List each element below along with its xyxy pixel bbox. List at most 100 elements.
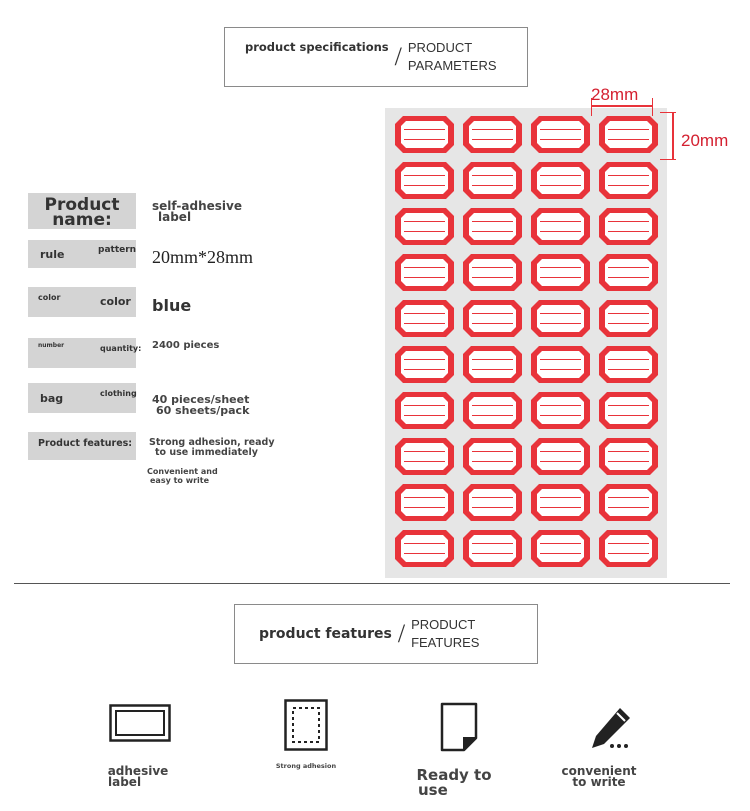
- features-value-1-line1: Strong adhesion, ready: [149, 437, 275, 448]
- sticker-rule-line: [404, 553, 445, 554]
- sticker-label: [599, 530, 658, 567]
- sticker-writing-area: [401, 443, 448, 470]
- features-title-slash: /: [397, 619, 406, 648]
- features-value-2-line1: Convenient and: [147, 467, 218, 476]
- color-value: blue: [152, 296, 192, 315]
- spec-title-box: product specifications / PRODUCT PARAMET…: [224, 27, 528, 87]
- sticker-writing-area: [401, 121, 448, 148]
- width-dimension-tick-left: [591, 98, 592, 116]
- sticker-writing-area: [401, 213, 448, 240]
- sticker-writing-area: [605, 259, 652, 286]
- sticker-rule-line: [404, 415, 445, 416]
- sticker-rule-line: [608, 139, 649, 140]
- sticker-rule-line: [608, 313, 649, 314]
- sticker-label: [531, 392, 590, 429]
- sticker-rule-line: [540, 185, 581, 186]
- sticker-rule-line: [540, 175, 581, 176]
- sticker-rule-line: [404, 267, 445, 268]
- sticker-writing-area: [469, 305, 516, 332]
- sticker-rule-line: [540, 221, 581, 222]
- packing-label-box: bag clothing: [28, 383, 137, 413]
- height-dimension-tick-bottom: [660, 159, 676, 160]
- sticker-label: [395, 530, 454, 567]
- width-dimension-label: 28mm: [591, 85, 639, 104]
- sticker-rule-line: [608, 175, 649, 176]
- sticker-rule-line: [608, 221, 649, 222]
- sticker-label: [531, 484, 590, 521]
- features-title-caps-line2: FEATURES: [411, 635, 480, 650]
- sticker-label: [531, 300, 590, 337]
- sticker-rule-line: [472, 451, 513, 452]
- sticker-label: [599, 162, 658, 199]
- sticker-rule-line: [540, 497, 581, 498]
- sticker-writing-area: [537, 535, 584, 562]
- feature-caption-ready-line2: use: [418, 781, 448, 799]
- sticker-rule-line: [472, 543, 513, 544]
- sticker-rule-line: [404, 129, 445, 130]
- sticker-rule-line: [472, 461, 513, 462]
- sticker-rule-line: [404, 461, 445, 462]
- number-label: number: [38, 342, 65, 349]
- sticker-label: [463, 254, 522, 291]
- sticker-rule-line: [472, 553, 513, 554]
- width-dimension-tick-right: [652, 98, 653, 116]
- sticker-label: [599, 254, 658, 291]
- sticker-rule-line: [608, 231, 649, 232]
- features-value-1-line2: to use immediately: [155, 447, 258, 458]
- sticker-writing-area: [537, 489, 584, 516]
- sticker-rule-line: [608, 543, 649, 544]
- sticker-label: [599, 438, 658, 475]
- feature-caption-adhesive-line1: adhesive: [107, 764, 169, 778]
- sticker-writing-area: [401, 397, 448, 424]
- sticker-writing-area: [605, 213, 652, 240]
- spec-title-en: product specifications: [245, 40, 389, 54]
- product-name-value-line2: label: [158, 210, 192, 224]
- packing-value: 40 pieces/sheet 60 sheets/pack: [152, 394, 249, 416]
- sticker-label: [395, 484, 454, 521]
- label-icon: [109, 704, 171, 742]
- rule-label-box: rule pattern: [28, 240, 136, 268]
- sticker-rule-line: [608, 185, 649, 186]
- sticker-writing-area: [605, 443, 652, 470]
- sticker-label: [463, 438, 522, 475]
- height-dimension-label: 20mm: [681, 131, 729, 150]
- sticker-writing-area: [605, 489, 652, 516]
- sticker-rule-line: [404, 543, 445, 544]
- sticker-label: [463, 300, 522, 337]
- feature-caption-strong: Strong adhesion: [275, 762, 337, 770]
- sticker-rule-line: [540, 231, 581, 232]
- sticker-rule-line: [472, 185, 513, 186]
- sticker-rule-line: [608, 267, 649, 268]
- sticker-label: [531, 254, 590, 291]
- sticker-label: [395, 392, 454, 429]
- sticker-label: [463, 530, 522, 567]
- sticker-label: [463, 392, 522, 429]
- sticker-rule-line: [540, 451, 581, 452]
- sticker-rule-line: [540, 323, 581, 324]
- sticker-rule-line: [404, 139, 445, 140]
- sticker-rule-line: [608, 369, 649, 370]
- pattern-label: pattern: [98, 245, 137, 255]
- feature-caption-ready-line1: Ready to: [416, 766, 492, 784]
- features-title-box: product features / PRODUCT FEATURES: [234, 604, 538, 664]
- features-label: Product features:: [38, 438, 133, 449]
- section-divider: [14, 583, 730, 584]
- sticker-rule-line: [540, 461, 581, 462]
- features-value-2-line2: easy to write: [150, 476, 210, 485]
- sticker-rule-line: [608, 451, 649, 452]
- sticker-rule-line: [472, 221, 513, 222]
- label-sheet-image: [385, 108, 667, 578]
- sticker-rule-line: [540, 415, 581, 416]
- sticker-label: [463, 116, 522, 153]
- packing-value-line1: 40 pieces/sheet: [152, 393, 250, 406]
- sticker-label: [531, 438, 590, 475]
- sticker-label: [463, 162, 522, 199]
- sticker-rule-line: [472, 405, 513, 406]
- spec-title-caps: PRODUCT PARAMETERS: [408, 39, 497, 75]
- features-title-caps-line1: PRODUCT: [411, 617, 476, 632]
- sticker-writing-area: [605, 167, 652, 194]
- sticker-rule-line: [472, 231, 513, 232]
- product-name-label-line1: Product: [44, 195, 120, 215]
- spec-title-caps-line2: PARAMETERS: [407, 58, 497, 73]
- sticker-label: [531, 116, 590, 153]
